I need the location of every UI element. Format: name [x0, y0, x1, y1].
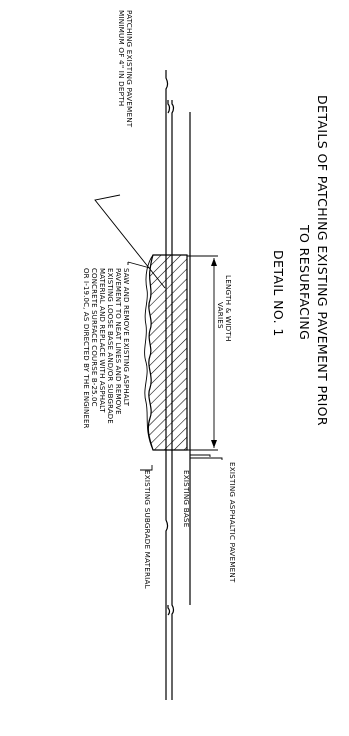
patching-leader: [94, 194, 166, 289]
asphalt-leader-line: [190, 457, 223, 460]
note-line-3: EXISTING LOOSE BASE AND/OR SUBGRADE: [106, 268, 114, 424]
title-line-1: DETAILS OF PATCHING EXISTING PAVEMENT PR…: [315, 95, 330, 426]
excavation-outline: [144, 254, 154, 451]
saw-and-remove-note: SAW AND REMOVE EXISTING ASPHALT PAVEMENT…: [82, 268, 130, 429]
varies-label: VARIES: [216, 302, 225, 329]
existing-base-label: EXISTING BASE: [182, 470, 191, 528]
base-subgrade-boundary: [167, 100, 171, 114]
note-line-6: OR I-19.0C, AS DIRECTED BY THE ENGINEER: [82, 268, 90, 429]
saw-note-leader-1: [127, 261, 151, 269]
note-line-2: PAVEMENT TO NEAT LINES AND REMOVE: [114, 268, 122, 415]
note-line-4: MATERIAL AND REPLACE WITH ASPHALT: [98, 268, 106, 413]
subgrade-break: [167, 605, 171, 616]
existing-subgrade-label: EXISTING SUBGRADE MATERIAL: [143, 470, 152, 589]
patched-area: [147, 254, 188, 451]
dimension-arrow-bottom: [211, 440, 217, 448]
patching-label-line-1: PATCHING EXISTING PAVEMENT: [125, 10, 134, 128]
dimension-arrow-top: [211, 258, 217, 266]
patching-label-line-2: MINIMUM OF 4" IN DEPTH: [117, 10, 126, 106]
detail-number: DETAIL NO. 1: [271, 250, 286, 337]
length-width-label: LENGTH & WIDTH: [224, 275, 233, 342]
title-line-2: TO RESURFACING: [297, 224, 312, 340]
existing-asphaltic-pavement-label: EXISTING ASPHALTIC PAVEMENT: [228, 462, 237, 583]
asphalt-leader: [190, 454, 211, 457]
note-line-5: CONCRETE SURFACE COURSE B-25.0C: [90, 268, 98, 407]
note-line-1: SAW AND REMOVE EXISTING ASPHALT: [122, 268, 130, 407]
subgrade-leader: [140, 465, 153, 471]
